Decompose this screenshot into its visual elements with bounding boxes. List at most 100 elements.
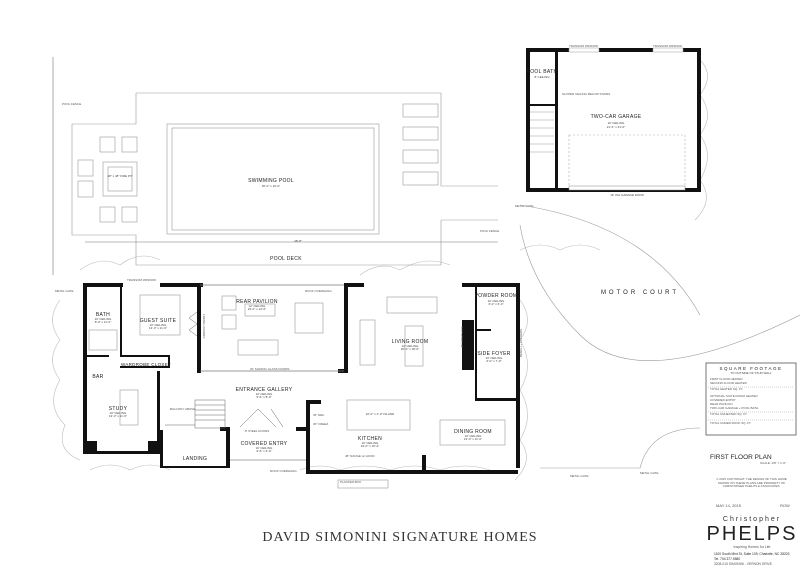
scale-label: SCALE: 1/8" = 1'-0" [760, 461, 786, 465]
rooms-0-size-label: 8'-0" x 11'-0" [95, 320, 112, 324]
rooms-8-size-label: 9'-6" x 6'-0" [256, 449, 271, 453]
rooms-3-name-label: LIVING ROOM [392, 339, 429, 345]
garage: TRANSOM WINDOW TRANSOM WINDOW POOL BATH … [526, 44, 701, 197]
garage-door [568, 185, 686, 191]
rooms-9-name-label: KITCHEN [358, 436, 382, 442]
client-title: DAVID SIMONINI SIGNATURE HOMES [262, 530, 537, 545]
garage-transom-1-label: TRANSOM WINDOW [569, 44, 598, 48]
swimming-pool [166, 123, 380, 235]
garage-label: TWO-CAR GARAGE [591, 114, 642, 120]
notes-metal-gate-court-label: METAL GATE [640, 471, 658, 475]
house: BATH 10' CEILING 8'-0" x 11'-0" GUEST SU… [83, 278, 658, 489]
square-footage-rows-8-label: TOTAL UNDER ROOF SQ. FT. [710, 421, 751, 425]
square-footage-rows-3-label: OPTIONAL SUITE ROOM HEATED [710, 394, 759, 398]
motor-court-label: MOTOR COURT [601, 290, 679, 296]
garage-pool-bath-ceiling-label: 8' CEILING [534, 75, 550, 79]
notes-planter-label: PLANTER BOX [340, 480, 361, 484]
rooms-1-size-label: 13'-0" x 11'-0" [149, 326, 167, 330]
rooms-6-ceiling-label: 10' CEILING [110, 411, 127, 415]
rooms-7-ceiling-label: 10' CEILING [256, 392, 273, 396]
pool-area-pool-fence-right-label: POOL FENCE [480, 229, 499, 233]
square-footage-rows-1-label: SECOND FLOOR HEATED [710, 381, 748, 385]
rooms-10-ceiling-label: 10' CEILING [465, 434, 482, 438]
notes-bar-label: BAR [92, 374, 103, 380]
pool-area-fire-pit-label: 48" x 48" FIRE PIT [107, 174, 132, 178]
firm-tel-label: Tel. 704.377.5580 [714, 557, 740, 561]
notes-bench-label: BENCH + LOCKERS [519, 329, 523, 357]
kitchen-island [346, 399, 411, 431]
rooms-6-size-label: 13'-0" x 11'-0" [109, 414, 127, 418]
pool-label: SWIMMING POOL [248, 178, 294, 184]
notes-wardrobe-label: WARDROBE CLOSET [121, 362, 171, 367]
firm-first-label: Christopher [723, 516, 781, 523]
rooms-10-size-label: 13'-0" x 11'-0" [464, 437, 482, 441]
firm-logo: Christopher PHELPS Inspiring Homes for L… [707, 516, 798, 549]
square-footage-rows-4-label: COVERED ENTRY [710, 398, 736, 402]
firm-last-label: PHELPS [707, 523, 798, 545]
fire-pit [102, 161, 138, 197]
rooms-7-size-label: 5'-6" x 8'-0" [256, 395, 271, 399]
rooms-9-size-label: 19'-0" x 15'-4" [361, 444, 379, 448]
rooms-2-size-label: 23'-0" x 13'-6" [248, 307, 266, 311]
square-footage-title-label: SQUARE FOOTAGE [720, 366, 783, 371]
square-footage-rows-2-label: TOTAL HEATED SQ. FT. [710, 387, 743, 391]
square-footage-rows-7-label: TOTAL UNHEATED SQ. FT. [710, 412, 748, 416]
date-label: MAY 14, 2015 [716, 503, 742, 508]
rooms-1-ceiling-label: 10' CEILING [150, 323, 167, 327]
garage-transom-2-label: TRANSOM WINDOW [653, 44, 682, 48]
notes-landing-label: LANDING [183, 456, 207, 462]
rooms-8-name-label: COVERED ENTRY [241, 441, 288, 447]
square-footage-rows-0-label: FIRST FLOOR HEATED [710, 377, 743, 381]
garage-ceiling-label: 10' CEILING [608, 121, 625, 125]
notes-range-label: 48" RANGE w/ HOOD [345, 454, 375, 458]
plan-title: FIRST FLOOR PLAN [710, 454, 772, 461]
french-doors-label: FRENCH DOORS [202, 314, 206, 338]
rooms-4-ceiling-label: 10' CEILING [488, 299, 505, 303]
pool-bath-label: POOL BATH [527, 69, 558, 75]
rooms-3-size-label: 20'-0" x 18'-0" [401, 347, 419, 351]
pool-deck-label: POOL DECK [270, 256, 302, 262]
square-footage-rows-6-label: TWO-CAR GARAGE + POOL BATH [710, 406, 758, 410]
firm-address-label: 1100 South Mint St, Suite 109, Charlotte… [714, 552, 790, 556]
pool-area: POOL FENCE 48'-8" POOL DECK SWIMMING POO… [52, 57, 533, 293]
garage-sloped-ceiling-label: SLOPED CEILING BELOW STAIRS [562, 92, 610, 96]
dining-table [439, 419, 506, 446]
rooms-4-name-label: POWDER ROOM [475, 293, 518, 299]
french-doors [188, 311, 198, 337]
rooms-0-ceiling-label: 10' CEILING [95, 317, 112, 321]
notes-balcony-label: BALCONY ABOVE [170, 407, 195, 411]
notes-fireplace-label: 48" FIREPLACE [460, 326, 464, 348]
rooms-3-ceiling-label: 12' CEILING [402, 344, 419, 348]
square-footage-rows-5-label: REAR PAVILION [710, 402, 733, 406]
rooms-10-name-label: DINING ROOM [454, 429, 492, 435]
pool-area-deck-dimension-label: 48'-8" [294, 239, 302, 243]
notes-sliding-doors-label: 20' SLIDING GLASS DOORS [250, 367, 289, 371]
rooms-5-name-label: SIDE FOYER [477, 351, 510, 357]
rooms-1-name-label: GUEST SUITE [140, 318, 177, 324]
firm-tagline-label: Inspiring Homes for Life [734, 545, 771, 549]
rooms-5-size-label: 6'-0" x 7'-0" [486, 359, 501, 363]
pool-area-pool-size-label: 20'-0" x 16'-0" [262, 184, 280, 188]
notes-transom-label: TRANSOM WINDOW [127, 278, 156, 282]
rev-label: ROW [780, 503, 790, 508]
garage-door-label: 16' O/H GARAGE DOOR [610, 193, 644, 197]
rooms-2-ceiling-label: 12' CEILING [249, 304, 266, 308]
notes-freezer-label: 36" FREEZ. [313, 422, 329, 426]
notes-front-overhang-label: ROOF OVERHANG [270, 469, 297, 473]
square-footage-subtitle-label: TO OUTSIDE OF STUD WALL [730, 371, 772, 375]
rooms-9-ceiling-label: 10' CEILING [362, 441, 379, 445]
rooms-0-name-label: BATH [96, 312, 110, 318]
notes-island-label: 10'-0" x 4'-0" ISLAND [366, 412, 395, 416]
rooms-8-ceiling-label: 10' CEILING [256, 446, 273, 450]
rooms-2-name-label: REAR PAVILION [236, 299, 278, 305]
rooms-6-name-label: STUDY [109, 406, 128, 412]
pool-area-metal-gate-left-label: METAL GATE [55, 289, 73, 293]
firm-project-label: 3208-015 SIMONINI - VERNON DRIVE [714, 562, 773, 566]
fireplace [462, 320, 474, 370]
square-footage-table: SQUARE FOOTAGE TO OUTSIDE OF STUD WALL F… [705, 362, 797, 436]
rooms-5-ceiling-label: 10' CEILING [486, 356, 503, 360]
notes-roof-overhang-label: ROOF OVERHANG [305, 289, 332, 293]
garage-size-label: 21'-4" x 21'-0" [607, 125, 625, 129]
notes-ref-label: 36" REF. [313, 413, 325, 417]
